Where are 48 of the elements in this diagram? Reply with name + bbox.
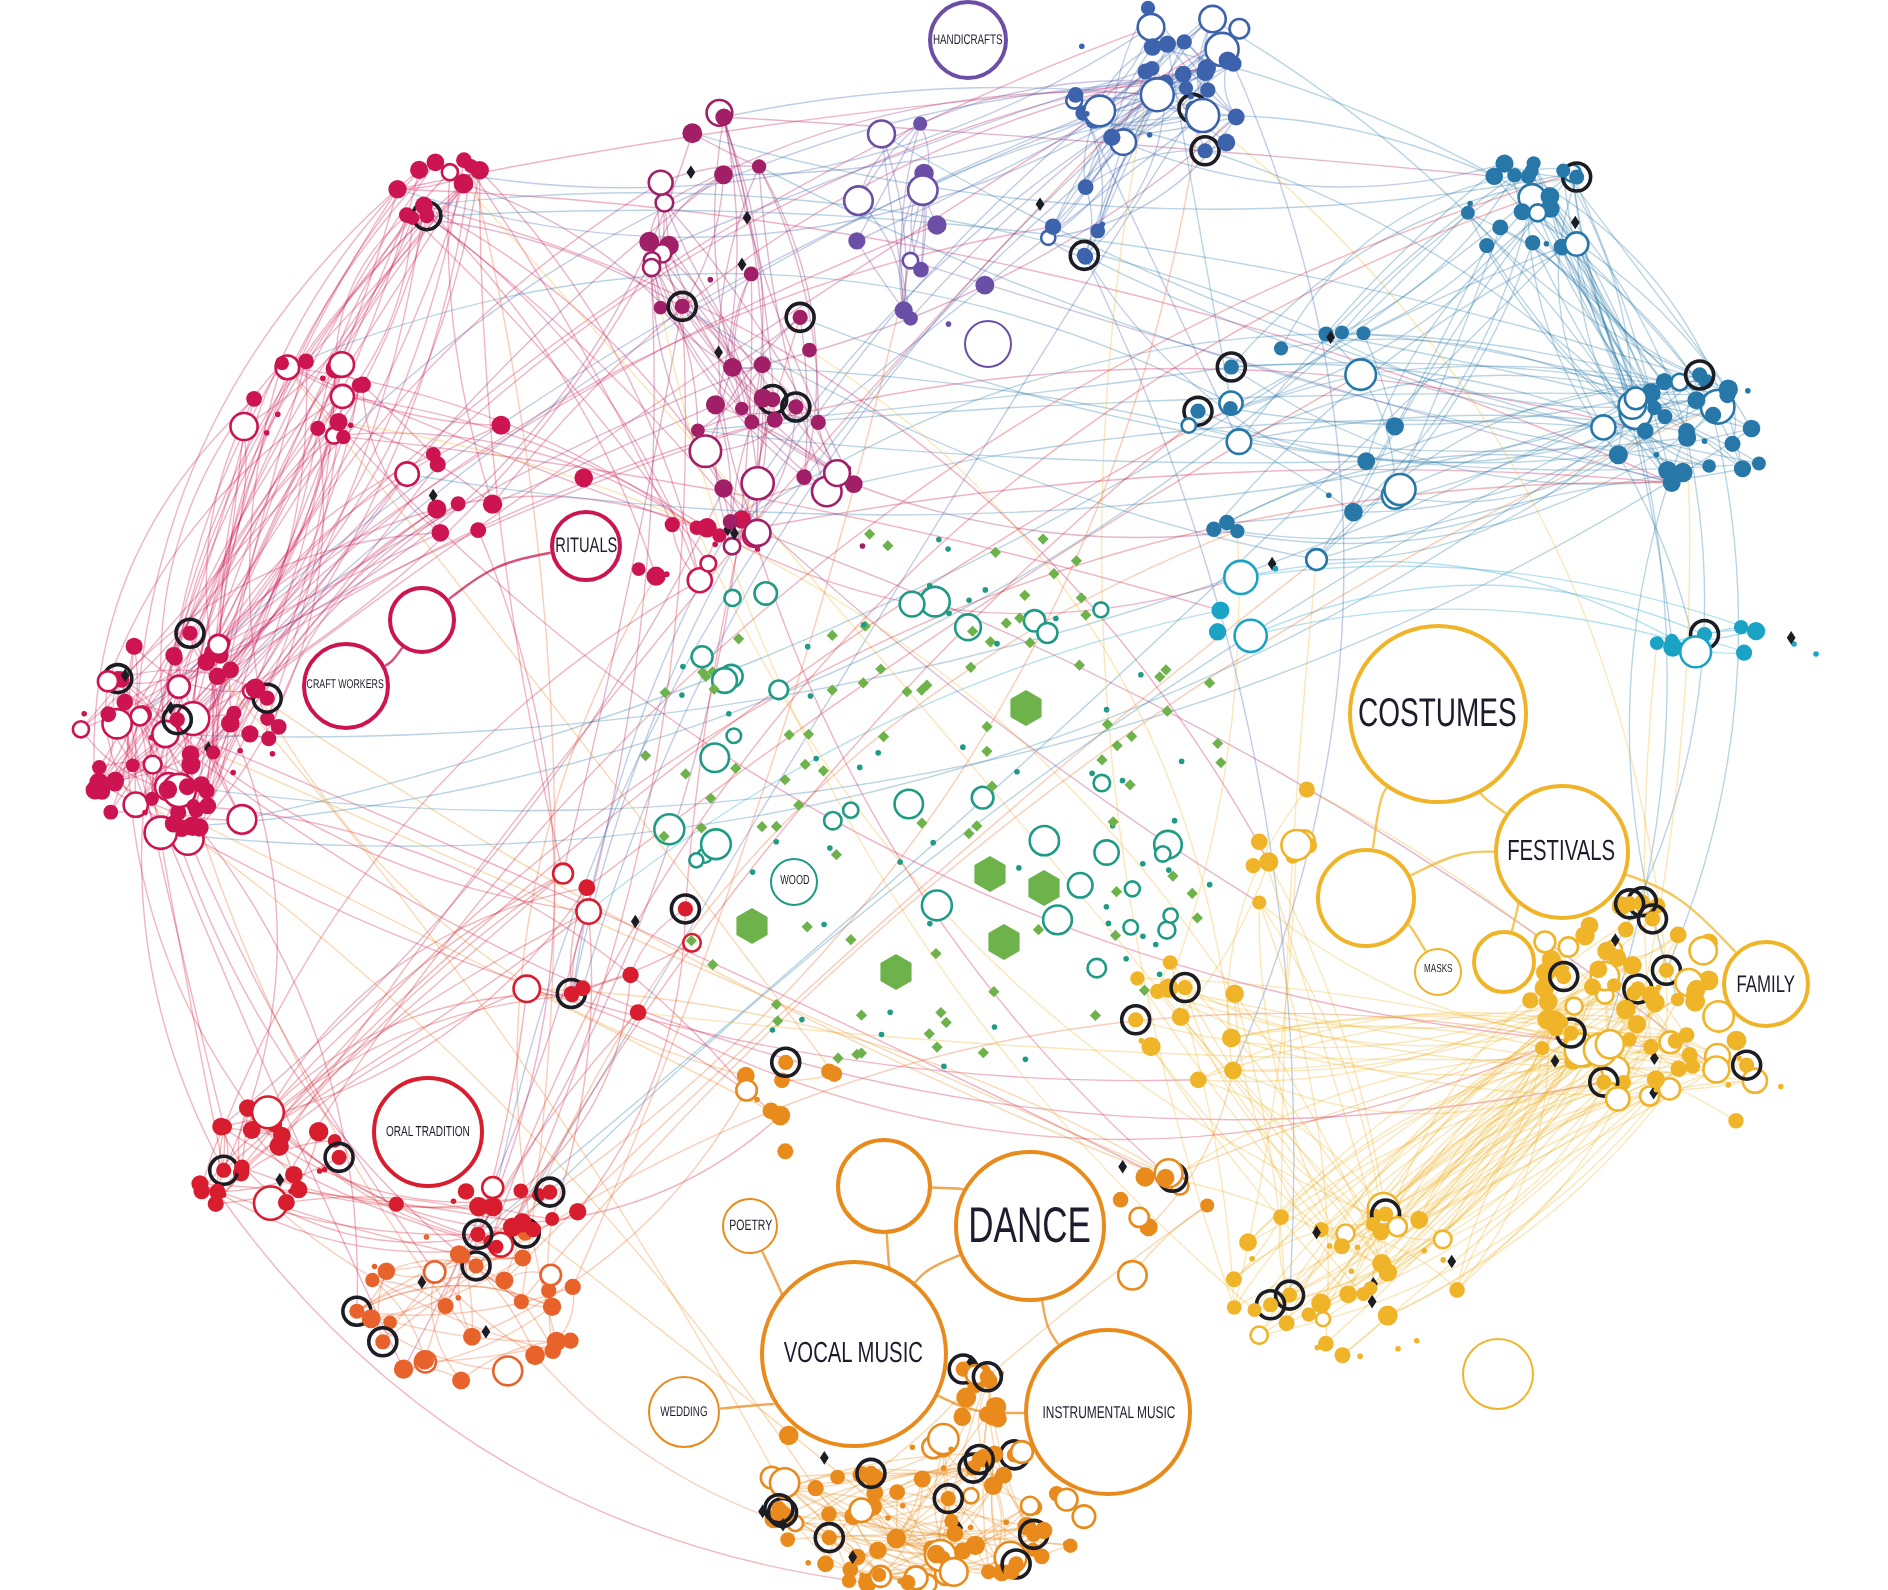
connection-line — [719, 1402, 776, 1410]
hexagon-node — [1008, 690, 1044, 726]
hub-circle — [388, 586, 456, 654]
topic-circle — [1494, 784, 1630, 920]
connection-line — [914, 1254, 961, 1284]
hub-circle — [836, 1138, 932, 1234]
connection-line — [1625, 873, 1737, 953]
connection-line — [1041, 1300, 1060, 1345]
hub-circle — [1462, 1338, 1534, 1410]
hub-circle — [964, 320, 1012, 368]
topic-circle — [928, 0, 1008, 80]
topic-label: VOCAL MUSIC — [784, 1339, 924, 1369]
connection-line — [448, 551, 551, 601]
connection-line — [761, 1250, 784, 1300]
hexagon-node — [972, 856, 1008, 892]
topic-circle — [1414, 948, 1462, 996]
topic-circle — [760, 1260, 948, 1448]
topic-label: COSTUMES — [1358, 694, 1518, 734]
topic-circle — [1024, 1328, 1192, 1496]
hexagon-node — [1026, 870, 1062, 906]
connection-line — [384, 646, 404, 667]
topic-circle — [722, 1198, 778, 1254]
topic-circle — [648, 1376, 720, 1448]
topic-circle — [1348, 624, 1528, 804]
topic-label: RITUALS — [554, 535, 618, 557]
connection-line — [1510, 901, 1520, 932]
topic-label: DANCE — [968, 1201, 1092, 1251]
topic-circle — [770, 858, 818, 906]
topic-circle — [954, 1150, 1106, 1302]
hub-circle — [1316, 848, 1416, 948]
topic-label: INSTRUMENTAL MUSIC — [1041, 1403, 1175, 1421]
topic-circle — [302, 642, 390, 730]
topic-circle — [550, 510, 622, 582]
connection-line — [1410, 850, 1494, 877]
hexagon-node — [878, 954, 914, 990]
connection-line — [1371, 787, 1388, 849]
connection-line — [1407, 923, 1427, 952]
hexagon-node — [986, 924, 1022, 960]
hexagon-node — [734, 908, 770, 944]
connection-line — [1479, 792, 1507, 815]
topic-circle — [1722, 940, 1810, 1028]
connection-line — [937, 1394, 1025, 1415]
topic-label: FAMILY — [1736, 972, 1796, 996]
connection-line — [931, 1186, 965, 1191]
topic-circle — [372, 1076, 484, 1188]
connection-line — [885, 1233, 893, 1271]
hub-circle — [1472, 930, 1536, 994]
topic-label: FESTIVALS — [1508, 837, 1616, 867]
